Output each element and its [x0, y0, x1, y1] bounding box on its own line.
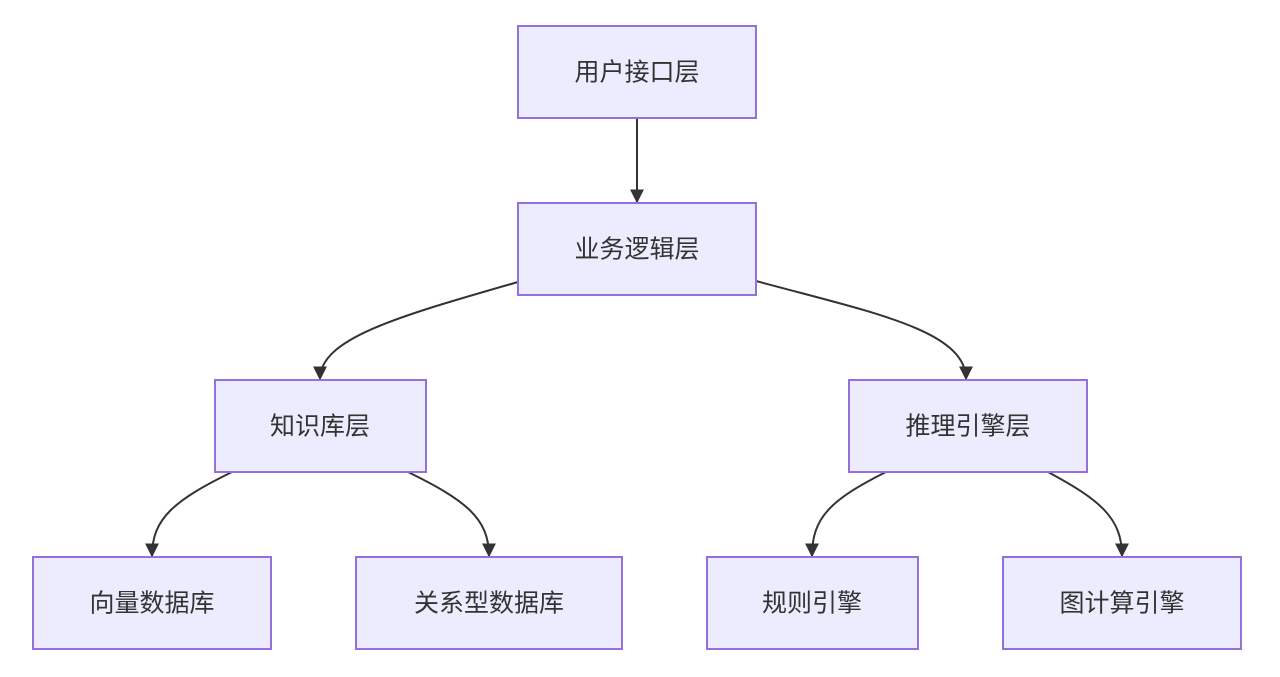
node-label: 规则引擎 [762, 589, 862, 618]
node-label: 知识库层 [270, 412, 370, 441]
node-label: 业务逻辑层 [574, 235, 699, 264]
edge-biz-to-infer [755, 280, 973, 381]
node-business-logic-layer: 业务逻辑层 [517, 202, 757, 296]
node-graph-compute-engine: 图计算引擎 [1002, 556, 1242, 650]
node-knowledge-base-layer: 知识库层 [214, 379, 427, 473]
node-label: 关系型数据库 [414, 589, 564, 618]
node-relational-database: 关系型数据库 [355, 556, 623, 650]
node-label: 用户接口层 [574, 58, 699, 87]
edge-kb-to-reldb [407, 471, 496, 558]
node-label: 推理引擎层 [905, 412, 1030, 441]
edge-infer-to-graph [1047, 471, 1129, 558]
node-label: 图计算引擎 [1059, 589, 1184, 618]
node-vector-database: 向量数据库 [32, 556, 272, 650]
edges [145, 118, 1129, 558]
node-inference-engine-layer: 推理引擎层 [848, 379, 1088, 473]
node-user-interface-layer: 用户接口层 [517, 25, 757, 119]
edge-infer-to-rule [805, 471, 887, 558]
node-label: 向量数据库 [89, 589, 214, 618]
node-rule-engine: 规则引擎 [706, 556, 919, 650]
edge-biz-to-kb [313, 281, 519, 381]
edge-kb-to-vecdb [145, 471, 233, 558]
